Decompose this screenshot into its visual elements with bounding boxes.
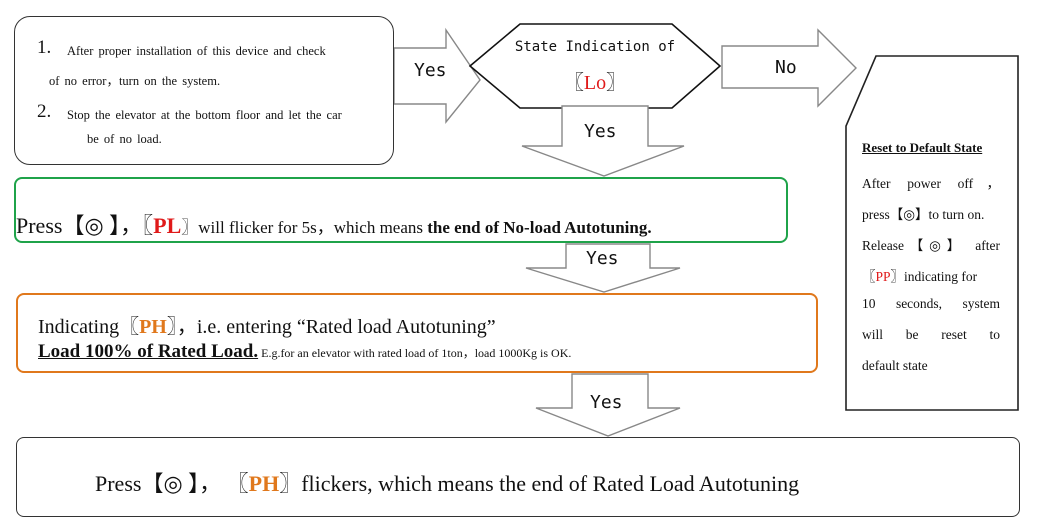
indicating-ph-prefix: Indicating〖 xyxy=(38,316,140,338)
label-yes-down-1: Yes xyxy=(584,121,617,142)
press-pl-bold-end: the end of No-load Autotuning. xyxy=(427,218,652,237)
step1-item2-number: 2. xyxy=(37,101,52,122)
side-note-line4-rest: 〗indicating for xyxy=(890,269,978,284)
step1-item2-line1: Stop the elevator at the bottom floor an… xyxy=(67,108,342,122)
label-no-right: No xyxy=(775,57,797,78)
load-100-text: Load 100% of Rated Load. xyxy=(38,341,259,362)
side-note-line7: default state xyxy=(862,358,928,373)
indicating-ph-line1: Indicating〖PH〗，i.e. entering “Rated load… xyxy=(38,310,496,339)
arrow-yes-down-1 xyxy=(521,105,685,177)
side-note-line4: 〖PP〗indicating for xyxy=(862,265,1000,285)
side-note-line2: press【◎】to turn on. xyxy=(862,207,985,222)
step1-item1-line2: of no error，turn on the system. xyxy=(49,74,221,88)
arrow-yes-to-decision xyxy=(393,27,481,124)
label-yes-down-2: Yes xyxy=(586,248,619,269)
press-pl-text: Press【◎ 】，〖PL〗will flicker for 5s，which … xyxy=(16,208,652,240)
final-text: Press【◎ 】， 〖PH〗flickers, which means the… xyxy=(95,466,799,498)
side-note-box xyxy=(845,55,1019,411)
decision-hexagon xyxy=(468,23,722,109)
side-note-line1: After power off， xyxy=(862,176,1000,191)
label-yes-down-3: Yes xyxy=(590,392,623,413)
decision-line1: State Indication of xyxy=(514,39,676,55)
press-pl-middle: 〗will flicker for 5s，which means xyxy=(181,218,428,237)
step1-item2-line2: be of no load. xyxy=(87,132,162,146)
decision-code: Lo xyxy=(583,72,607,94)
arrow-no xyxy=(721,28,857,108)
step1-item1-number: 1. xyxy=(37,37,52,58)
side-note-title: Reset to Default State xyxy=(862,140,983,155)
side-note-line3: Release【◎】 after xyxy=(862,238,1000,253)
decision-open-bracket: 〖 xyxy=(563,72,584,94)
decision-line2: 〖Lo〗 xyxy=(470,66,720,95)
final-suffix: 〗flickers, which means the end of Rated … xyxy=(279,471,800,496)
arrow-yes-down-3 xyxy=(535,373,681,437)
side-note-line4-open: 〖 xyxy=(862,269,876,284)
load-example-text: E.g.for an elevator with rated load of 1… xyxy=(258,346,572,360)
press-pl-prefix: Press【◎ 】，〖 xyxy=(16,213,154,238)
final-prefix: Press【◎ 】， 〖 xyxy=(95,471,249,496)
side-note-line6: will be reset to xyxy=(862,327,1000,342)
final-box: Press【◎ 】， 〖PH〗flickers, which means the… xyxy=(16,437,1020,517)
arrow-yes-down-2 xyxy=(525,243,681,293)
press-pl-code: PL xyxy=(153,213,182,238)
step1-box: 1. After proper installation of this dev… xyxy=(14,16,394,165)
indicating-ph-code: PH xyxy=(139,316,167,338)
indicating-ph-box: Indicating〖PH〗，i.e. entering “Rated load… xyxy=(16,293,818,373)
step1-item1-line1: After proper installation of this device… xyxy=(67,44,326,58)
side-note-pp-code: PP xyxy=(875,269,891,284)
decision-close-bracket: 〗 xyxy=(606,72,627,94)
press-pl-box: Press【◎ 】，〖PL〗will flicker for 5s，which … xyxy=(14,177,788,243)
side-note-line5: 10 seconds, system xyxy=(862,296,1000,311)
final-code: PH xyxy=(248,471,280,496)
indicating-ph-line2: Load 100% of Rated Load. E.g.for an elev… xyxy=(38,341,571,363)
indicating-ph-suffix: 〗，i.e. entering “Rated load Autotuning” xyxy=(166,316,496,338)
label-yes-right: Yes xyxy=(414,60,447,81)
